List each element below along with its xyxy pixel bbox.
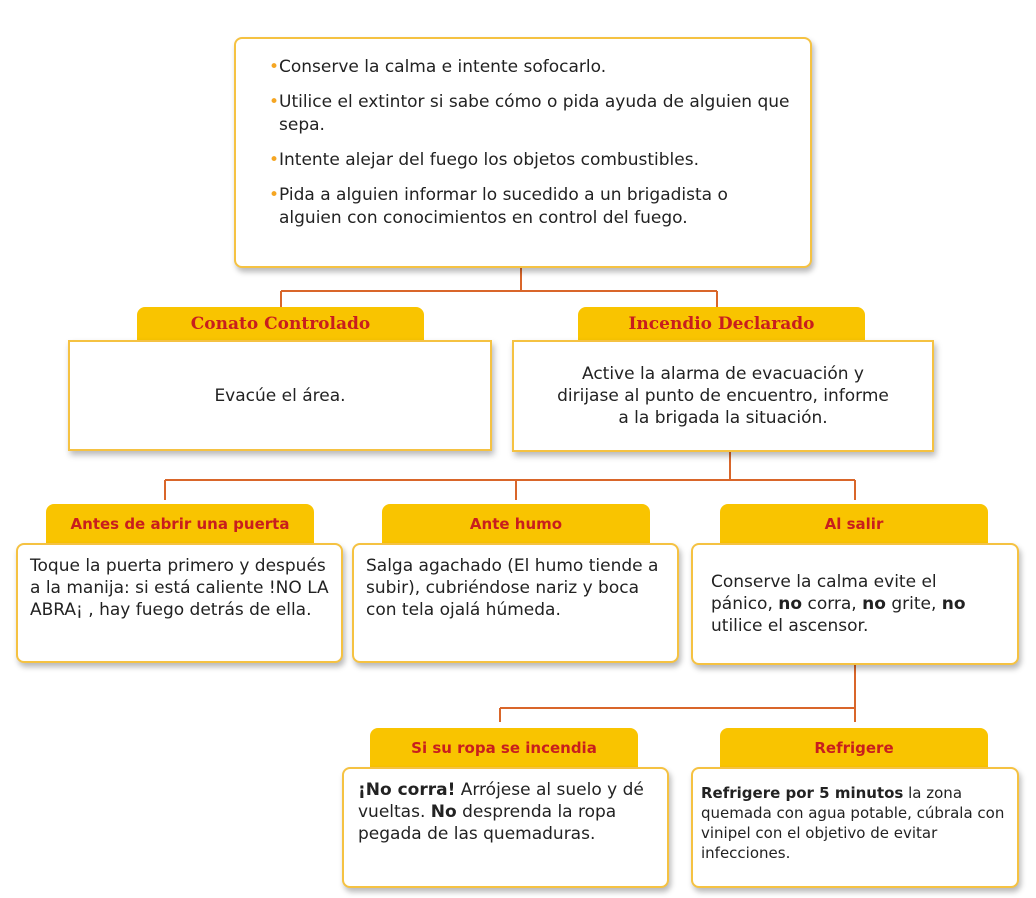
- incendio-declarado-tab: Incendio Declarado: [578, 307, 865, 341]
- ropa-incendia-text: ¡No corra! Arrójese al suelo y dé vuelta…: [358, 780, 644, 844]
- ante-humo-box: Salga agachado (El humo tiende a subir),…: [352, 543, 679, 663]
- al-salir-text: Conserve la calma evite el pánico, no co…: [711, 572, 966, 636]
- al-salir-tab: Al salir: [720, 504, 988, 544]
- conato-controlado-box: Evacúe el área.: [68, 340, 492, 451]
- connector-salir-to-level3: [499, 665, 856, 722]
- refrigere-tab: Refrigere: [720, 728, 988, 768]
- instruction-item: Utilice el extintor si sabe cómo o pida …: [269, 91, 790, 137]
- antes-puerta-text: Toque la puerta primero y después a la m…: [30, 556, 329, 620]
- conato-controlado-text: Evacúe el área.: [214, 385, 346, 406]
- instruction-item: Conserve la calma e intente sofocarlo.: [269, 56, 790, 79]
- instruction-item: Intente alejar del fuego los objetos com…: [269, 149, 790, 172]
- incendio-declarado-text: Active la alarma de evacuación y dirijas…: [557, 364, 889, 428]
- ropa-incendia-tab: Si su ropa se incendia: [370, 728, 638, 768]
- emphasis-no: no: [862, 594, 886, 614]
- refrigere-text: Refrigere por 5 minutos la zona quemada …: [701, 784, 1005, 862]
- emphasis-no: no: [778, 594, 803, 614]
- al-salir-box: Conserve la calma evite el pánico, no co…: [691, 543, 1019, 665]
- conato-controlado-tab: Conato Controlado: [137, 307, 424, 341]
- emphasis-no-corra: ¡No corra!: [358, 780, 456, 800]
- antes-puerta-tab: Antes de abrir una puerta: [46, 504, 314, 544]
- connector-top-to-level1: [280, 268, 718, 308]
- connector-incendio-to-level2: [164, 452, 856, 500]
- top-instructions-box: Conserve la calma e intente sofocarlo. U…: [234, 37, 812, 268]
- emphasis-no: No: [430, 802, 457, 822]
- ante-humo-tab: Ante humo: [382, 504, 650, 544]
- ropa-incendia-box: ¡No corra! Arrójese al suelo y dé vuelta…: [342, 767, 669, 888]
- ante-humo-text: Salga agachado (El humo tiende a subir),…: [366, 556, 659, 620]
- refrigere-box: Refrigere por 5 minutos la zona quemada …: [691, 767, 1019, 888]
- emphasis-no: no: [941, 594, 966, 614]
- top-instructions-list: Conserve la calma e intente sofocarlo. U…: [269, 56, 790, 230]
- emphasis-refrigere: Refrigere por 5 minutos: [701, 784, 904, 802]
- instruction-item: Pida a alguien informar lo sucedido a un…: [269, 184, 790, 230]
- antes-puerta-box: Toque la puerta primero y después a la m…: [16, 543, 343, 663]
- incendio-declarado-box: Active la alarma de evacuación y dirijas…: [512, 340, 934, 452]
